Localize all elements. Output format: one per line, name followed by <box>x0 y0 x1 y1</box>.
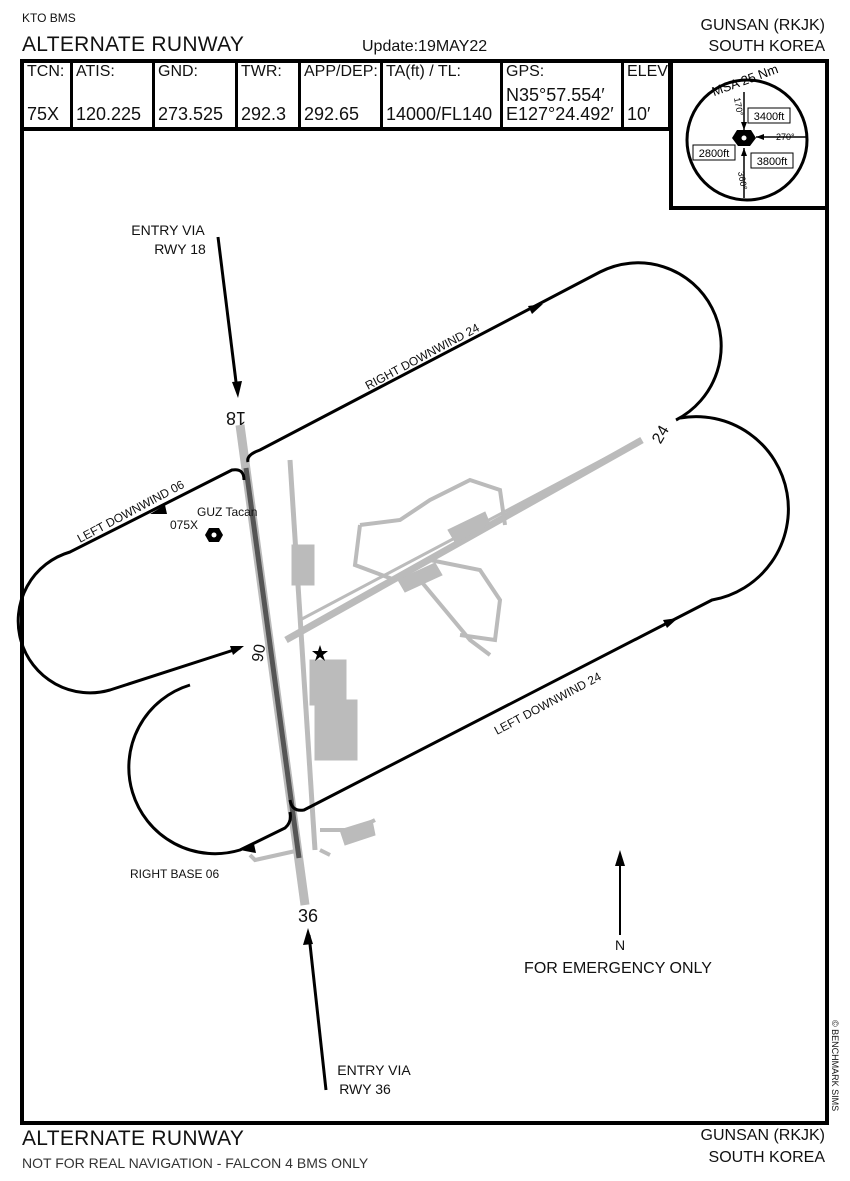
copyright: © BENCHMARK SIMS <box>830 1020 840 1111</box>
msa-sector: 3800ft <box>757 156 788 168</box>
info-divider <box>24 127 671 131</box>
runway-06-label: 06 <box>247 643 267 664</box>
runway-18-label: 18 <box>226 408 246 428</box>
kto-label: KTO BMS <box>22 11 76 25</box>
entry-18-line2: RWY 18 <box>154 241 206 257</box>
info-tcn: TCN: 75X <box>24 59 73 127</box>
right-base-06-path <box>127 683 292 856</box>
info-app-dep: APP/DEP: 292.65 <box>301 59 383 127</box>
info-label: TWR: <box>241 63 282 80</box>
info-label: APP/DEP: <box>304 63 378 80</box>
arrowheads <box>150 304 678 945</box>
tacan-name: GUZ Tacan <box>197 505 257 519</box>
info-atis: ATIS: 120.225 <box>73 59 155 127</box>
msa-bearing: 270° <box>776 132 795 142</box>
info-value: 273.525 <box>158 104 224 124</box>
info-value: 14000/FL140 <box>386 104 493 124</box>
airport-name: GUNSAN (RKJK) <box>700 17 825 34</box>
footer-title: ALTERNATE RUNWAY <box>22 1127 245 1150</box>
msa-bearing: 360° <box>736 171 749 191</box>
info-label: GND: <box>158 63 198 80</box>
info-value: 75X <box>27 104 60 124</box>
update-date: Update:19MAY22 <box>362 38 488 55</box>
star-icon <box>312 645 328 661</box>
page-title: ALTERNATE RUNWAY <box>22 33 245 56</box>
emergency-note: FOR EMERGENCY ONLY <box>524 960 712 977</box>
info-ta-tl: TA(ft) / TL: 14000/FL140 <box>383 59 503 127</box>
left-downwind-06-label: LEFT DOWNWIND 06 <box>75 477 187 545</box>
info-label: GPS: <box>506 63 545 80</box>
parallel-taxiway <box>287 459 318 851</box>
msa-bearing: 170° <box>732 97 745 117</box>
entry-36-line2: RWY 36 <box>339 1081 391 1097</box>
runway-36-label: 36 <box>298 906 318 926</box>
footer-airport: GUNSAN (RKJK) <box>700 1127 825 1144</box>
right-downwind-24-label: RIGHT DOWNWIND 24 <box>363 320 482 392</box>
right-base-06-label: RIGHT BASE 06 <box>130 867 219 881</box>
info-label: ATIS: <box>76 63 115 80</box>
info-label: TCN: <box>27 63 65 80</box>
left-downwind-24-path <box>288 415 790 812</box>
info-label: ELEV: <box>627 63 672 80</box>
runway-06-24 <box>284 436 644 644</box>
chart-frame <box>20 59 829 1125</box>
left-downwind-06-path <box>16 468 246 695</box>
entry-18-arrow <box>216 236 239 391</box>
entry-36-line1: ENTRY VIA <box>337 1062 411 1078</box>
footer-disclaimer: NOT FOR REAL NAVIGATION - FALCON 4 BMS O… <box>22 1155 369 1171</box>
msa-box <box>669 59 825 210</box>
info-value: 120.225 <box>76 104 142 124</box>
runway-active <box>243 467 302 859</box>
info-value: 10′ <box>627 104 651 124</box>
right-downwind-24-path <box>246 261 723 463</box>
info-twr: TWR: 292.3 <box>238 59 301 127</box>
runway-24-label: 24 <box>649 423 673 447</box>
traffic-patterns <box>16 236 790 1091</box>
info-gnd: GND: 273.525 <box>155 59 238 127</box>
entry-36-arrow <box>307 934 328 1091</box>
msa-sector: 3400ft <box>754 111 785 123</box>
info-gps: GPS: N35°57.554′E127°24.492′ <box>503 59 624 127</box>
info-value: 292.65 <box>304 104 360 124</box>
entry-18-line1: ENTRY VIA <box>131 222 205 238</box>
msa-sector: 2800ft <box>699 148 730 160</box>
country-name: SOUTH KOREA <box>708 38 825 55</box>
info-value: 292.3 <box>241 104 287 124</box>
info-value: E127°24.492′ <box>506 104 614 124</box>
msa-title: MSA 25 Nm <box>710 61 780 99</box>
tacan-channel: 075X <box>170 518 198 532</box>
airport-layout <box>235 424 644 906</box>
tacan-station-icon <box>205 528 223 542</box>
info-value-lat: N35°57.554′ <box>506 85 605 105</box>
msa-circle <box>685 78 809 202</box>
msa-diagram: MSA 25 Nm 3400ft 2800ft 3800ft 170° 270°… <box>685 61 809 202</box>
north-label: N <box>615 937 625 953</box>
info-label: TA(ft) / TL: <box>386 63 461 80</box>
footer-country: SOUTH KOREA <box>708 1149 825 1166</box>
